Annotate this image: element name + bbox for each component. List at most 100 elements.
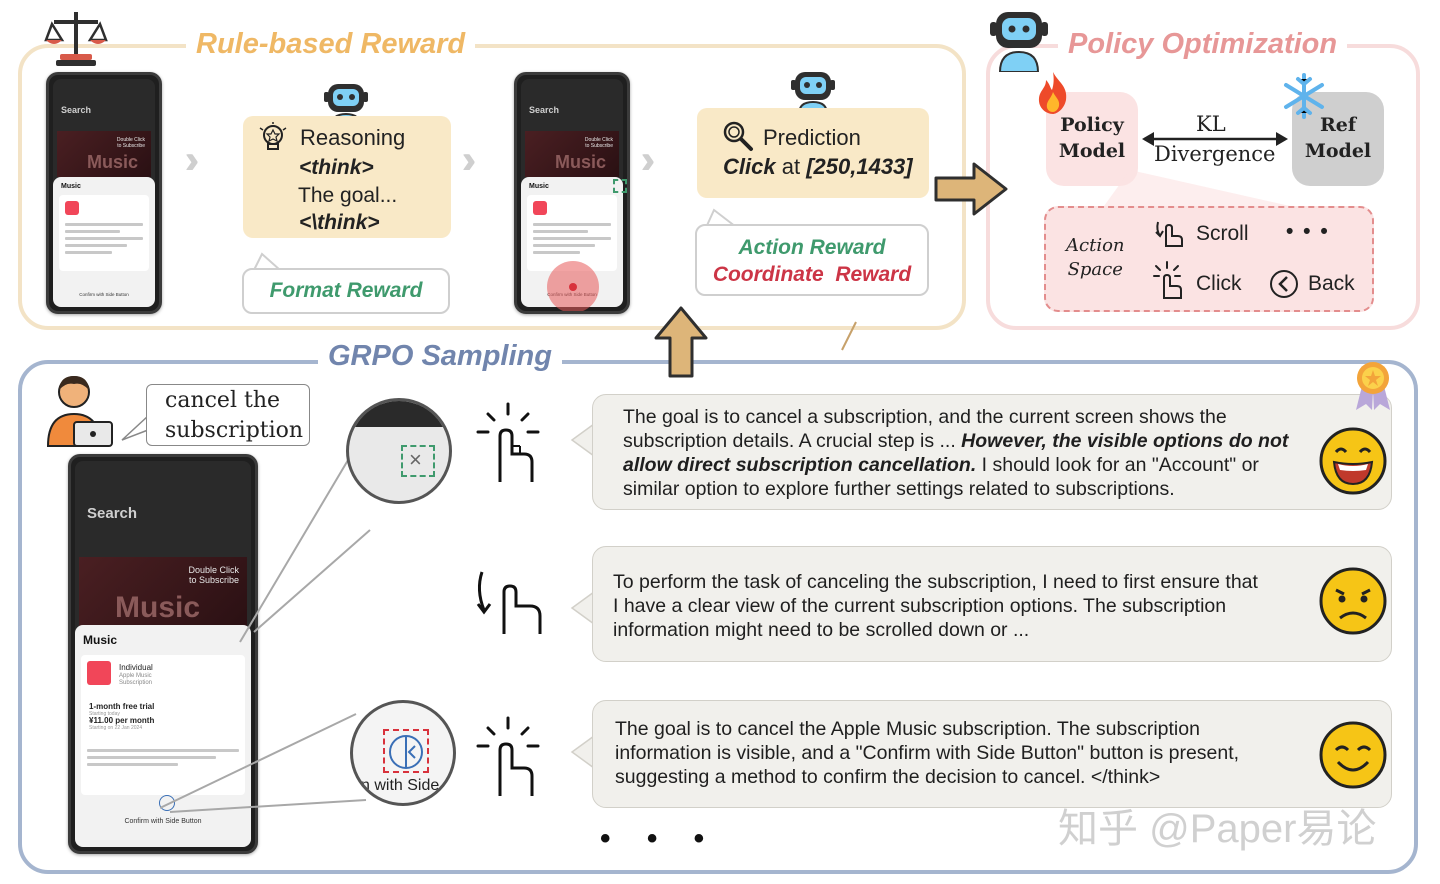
coordinate-reward: Coordinate Reward <box>712 263 912 286</box>
reasoning-label: Reasoning <box>300 125 406 150</box>
trial-label: 1-month free trial <box>89 702 155 711</box>
music-app-icon <box>65 201 79 215</box>
slash-mark <box>841 321 857 351</box>
phone-banner-text: Double Click to Subscribe <box>584 137 613 149</box>
format-reward-bubble-tail <box>253 252 281 271</box>
response-bubble-1: The goal is to cancel a subscription, an… <box>592 394 1392 510</box>
response-2-line-3: information might need to be scrolled do… <box>613 619 1030 641</box>
reasoning-text: The goal... <box>298 184 398 207</box>
action-coordinate-reward: Action Reward Coordinate Reward <box>695 224 929 296</box>
prediction-click-word: Click <box>723 154 776 179</box>
instruction-line-2: subscription <box>165 418 304 443</box>
plan-title: Individual <box>119 663 153 672</box>
response-1-line-1: The goal is to cancel a subscription, an… <box>623 406 1227 428</box>
divergence-label: Divergence <box>1154 142 1276 166</box>
phone-side-button-label: Confirm with Side Button <box>124 818 202 825</box>
bubble-tail <box>570 591 595 625</box>
price-sub: Starting on 22 Jan 2024 <box>89 725 143 732</box>
response-1-text: The goal is to cancel a subscription, an… <box>623 405 1323 501</box>
response-2-line-1: To perform the task of canceling the sub… <box>613 571 1258 593</box>
arrow-right-icon <box>934 162 1008 216</box>
user-instruction: cancel the subscription <box>146 384 310 446</box>
response-2-line-2: I have a clear view of the current subsc… <box>613 595 1227 617</box>
response-3-line-3: suggesting a method to confirm the decis… <box>615 766 1161 788</box>
target-box <box>613 179 627 193</box>
smiling-face-icon <box>1319 721 1387 789</box>
plan-sub: Apple Music Subscription <box>119 673 153 687</box>
response-3-text: The goal is to cancel the Apple Music su… <box>615 717 1315 789</box>
phone-card <box>527 195 617 271</box>
think-close-tag: <\think> <box>299 211 380 234</box>
arrow-up-icon <box>654 306 708 378</box>
zoom-lines <box>160 449 371 813</box>
phone-search-label: Search <box>61 105 92 115</box>
response-bubble-3: The goal is to cancel the Apple Music su… <box>592 700 1392 808</box>
phone-banner-text: Double Click to Subscribe <box>188 565 239 585</box>
response-3-line-1: The goal is to cancel the Apple Music su… <box>615 718 1200 740</box>
action-back: Back <box>1308 272 1355 295</box>
more-samples-ellipsis: • • • <box>600 822 719 855</box>
robot-icon <box>791 72 835 114</box>
response-bubble-2: To perform the task of canceling the sub… <box>592 546 1392 662</box>
bubble-tail <box>570 423 595 457</box>
screenshot-phone-2: Search Double Click to Subscribe Music M… <box>514 72 630 314</box>
response-1-bold-1: However, the visible options do not <box>961 430 1289 452</box>
user-bubble-tail <box>121 415 149 441</box>
policy-model: Policy Model <box>1046 92 1138 186</box>
phone-side-button-label: Confirm with Side Button <box>79 292 129 297</box>
phone-sheet-title: Music <box>61 183 81 190</box>
music-app-icon <box>87 661 111 685</box>
price-label: ¥11.00 per month <box>89 716 155 726</box>
side-button-icon <box>389 735 423 769</box>
phone-card: Individual Apple Music Subscription 1-mo… <box>81 655 245 795</box>
phone-card <box>59 195 149 271</box>
reasoning-box <box>243 116 451 238</box>
response-2-text: To perform the task of canceling the sub… <box>613 570 1313 642</box>
action-space-label: Action Space <box>1066 235 1125 281</box>
medal-icon <box>1356 362 1390 410</box>
phone-banner: Double Click to Subscribe Music <box>57 131 151 177</box>
response-1-line-3: I should look for an "Account" or <box>981 454 1259 476</box>
fire-icon <box>1038 72 1067 114</box>
phone-search-label: Search <box>529 105 560 115</box>
response-1-bold-2: allow direct subscription cancellation. <box>623 454 977 476</box>
phone-sheet-title: Music <box>83 633 118 647</box>
action-reward: Action Reward <box>738 236 886 259</box>
laughing-face-icon <box>1319 427 1387 495</box>
zoom-close-button: × <box>346 398 452 504</box>
lightbulb-icon <box>259 122 287 150</box>
trial-sub: Starting today <box>89 710 120 717</box>
prediction-action: Click at [250,1433] <box>723 154 913 180</box>
trial-info: 1-month free trial Starting today ¥11.00… <box>89 702 155 732</box>
grpo-sampling-panel <box>18 360 1418 874</box>
side-button-icon <box>159 795 175 811</box>
rule-reward-title: Rule-based Reward <box>186 28 476 61</box>
click-point <box>569 283 577 291</box>
phone-banner: Double Click to Subscribe Music <box>525 131 619 177</box>
policy-optimization-title: Policy Optimization <box>1058 28 1348 61</box>
user-avatar-icon <box>46 376 113 447</box>
scales-icon <box>44 12 108 66</box>
phone-banner: Double Click to Subscribe Music <box>79 557 247 629</box>
snowflake-icon <box>1284 73 1324 119</box>
scroll-hand-icon <box>476 571 542 634</box>
response-1-line-4: similar option to explore further settin… <box>623 478 1175 500</box>
phone-banner-logo: Music <box>115 591 201 624</box>
phone-search-label: Search <box>87 505 138 522</box>
action-scroll: Scroll <box>1196 222 1249 245</box>
response-3-line-2: information is visible, and a "Confirm w… <box>615 742 1240 764</box>
magnifier-icon <box>723 121 753 151</box>
action-click: Click <box>1196 272 1242 295</box>
phone-sheet: Music Individual Apple Music Subscriptio… <box>75 625 251 847</box>
action-space-box: Action Space Scroll • • • Click Back <box>1044 206 1374 312</box>
format-reward: Format Reward <box>242 268 450 314</box>
action-ellipsis: • • • <box>1286 220 1330 243</box>
sad-face-icon <box>1319 567 1387 635</box>
response-1-line-2: subscription details. A crucial step is … <box>623 430 956 452</box>
watermark: 知乎 @Paper易论 <box>1058 807 1377 851</box>
instruction-line-1: cancel the <box>165 388 281 413</box>
screenshot-phone-large: Search Double Click to Subscribe Music M… <box>68 454 258 854</box>
click-hand-icon <box>476 402 540 482</box>
screenshot-phone-1: Search Double Click to Subscribe Music M… <box>46 72 162 314</box>
target-box <box>401 445 435 477</box>
